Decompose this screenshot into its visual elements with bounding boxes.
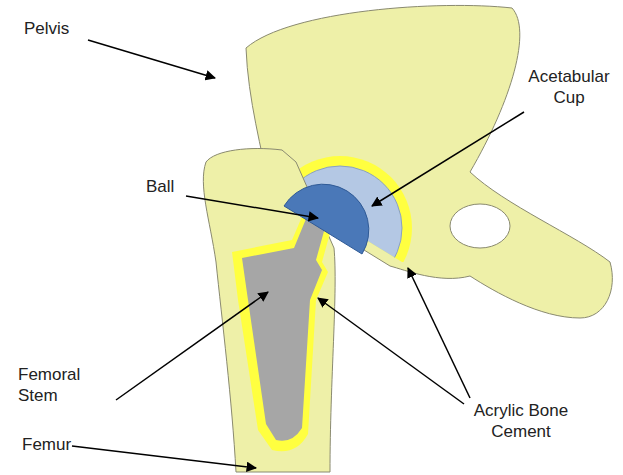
part-label: Acetabular Cup [519, 66, 619, 108]
leader-line [116, 292, 268, 400]
part-label: Acrylic Bone Cement [466, 400, 576, 442]
leader-line [408, 268, 470, 398]
obturator-foramen [450, 204, 510, 248]
part-label: Femoral Stem [18, 364, 108, 406]
leader-line [318, 298, 464, 404]
leader-lines [72, 40, 524, 468]
leader-line [186, 196, 318, 218]
part-label: Pelvis [24, 18, 104, 39]
femoral-cement [232, 212, 332, 451]
ball [284, 184, 369, 254]
femoral-stem [242, 214, 326, 441]
leader-line [372, 112, 524, 206]
leader-line [72, 446, 256, 468]
part-label: Femur [22, 434, 92, 455]
leader-line [88, 40, 215, 78]
part-label: Ball [146, 176, 196, 197]
